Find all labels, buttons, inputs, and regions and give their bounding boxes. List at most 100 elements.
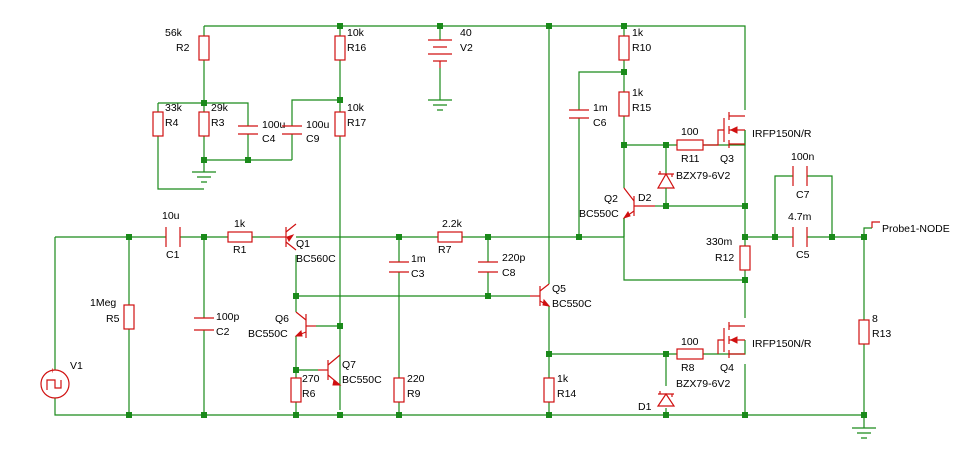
svg-text:BC550C: BC550C [579,208,619,220]
svg-text:4.7m: 4.7m [788,211,812,223]
svg-text:BC550C: BC550C [248,328,288,340]
svg-text:R16: R16 [347,42,366,54]
svg-text:C8: C8 [502,267,516,279]
svg-text:R9: R9 [407,388,421,400]
svg-text:V1: V1 [70,360,83,372]
svg-text:330m: 330m [706,236,733,248]
svg-text:R3: R3 [211,117,225,129]
svg-text:270: 270 [302,373,320,385]
svg-text:1Meg: 1Meg [90,297,116,309]
svg-text:56k: 56k [165,27,183,39]
svg-text:1k: 1k [632,27,644,39]
svg-text:1k: 1k [632,87,644,99]
svg-text:+: + [50,366,55,375]
svg-text:10u: 10u [162,210,180,222]
svg-text:R15: R15 [632,102,651,114]
svg-text:1k: 1k [234,218,246,230]
svg-text:100u: 100u [262,119,286,131]
mosfet-q4: IRFP150N/RQ4 [717,322,812,374]
svg-text:R7: R7 [438,244,452,256]
svg-text:1m: 1m [593,102,608,114]
svg-text:C6: C6 [593,117,607,129]
svg-text:C5: C5 [796,249,810,261]
svg-text:R4: R4 [165,117,179,129]
svg-text:C3: C3 [411,268,425,280]
svg-text:33k: 33k [165,102,183,114]
svg-text:29k: 29k [211,102,229,114]
svg-text:R2: R2 [176,42,190,54]
svg-text:C4: C4 [262,133,276,145]
svg-text:R17: R17 [347,117,366,129]
svg-text:8: 8 [872,313,878,325]
ground-symbols [192,99,876,439]
svg-text:BC550C: BC550C [552,298,592,310]
svg-text:IRFP150N/R: IRFP150N/R [752,128,812,140]
svg-text:Q1: Q1 [296,238,310,250]
svg-text:BZX79-6V2: BZX79-6V2 [676,378,730,390]
svg-text:R8: R8 [681,362,695,374]
svg-text:R6: R6 [302,388,316,400]
svg-text:R14: R14 [557,388,576,400]
svg-text:40: 40 [460,27,472,39]
svg-text:C2: C2 [216,326,230,338]
svg-text:R5: R5 [106,313,120,325]
svg-text:Q5: Q5 [552,283,566,295]
svg-text:100: 100 [681,336,699,348]
svg-text:1m: 1m [411,253,426,265]
svg-text:Q6: Q6 [275,313,289,325]
svg-text:Probe1-NODE: Probe1-NODE [882,223,950,235]
svg-text:IRFP150N/R: IRFP150N/R [752,338,812,350]
svg-text:BC560C: BC560C [296,253,336,265]
svg-text:100n: 100n [791,151,815,163]
svg-text:1k: 1k [557,373,569,385]
svg-text:R1: R1 [233,244,247,256]
mosfet-q3: IRFP150N/R Q3 [703,112,812,165]
signal-source-v1: + V1 [40,360,83,399]
svg-text:220p: 220p [502,252,526,264]
svg-text:Q3: Q3 [720,153,734,165]
svg-text:C1: C1 [166,249,180,261]
svg-text:C9: C9 [306,133,320,145]
svg-text:BC550C: BC550C [342,374,382,386]
svg-text:R11: R11 [681,153,700,165]
svg-text:D1: D1 [638,401,652,413]
svg-text:C7: C7 [796,189,810,201]
svg-text:R10: R10 [632,42,651,54]
svg-text:220: 220 [407,373,425,385]
svg-text:D2: D2 [638,192,652,204]
svg-text:Q7: Q7 [342,359,356,371]
output-probe: Probe1-NODE [871,221,950,235]
svg-text:100: 100 [681,126,699,138]
svg-text:V2: V2 [460,42,473,54]
